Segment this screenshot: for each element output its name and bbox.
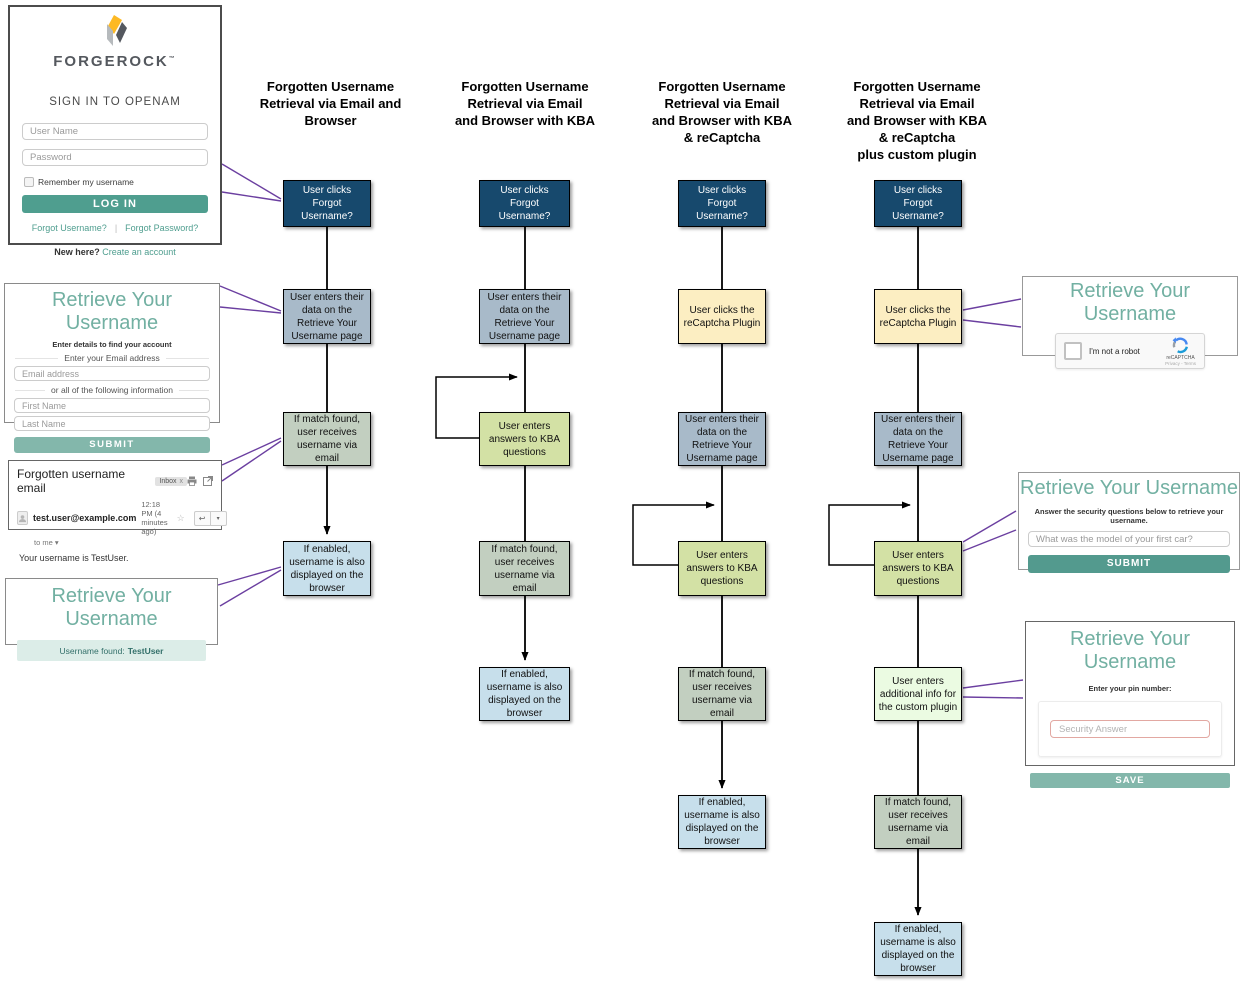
kba-question-screenshot: Retrieve Your Username Answer the securi…: [1018, 472, 1240, 573]
recaptcha-logo-label: reCAPTCHA: [1166, 354, 1195, 361]
print-icon[interactable]: [187, 476, 197, 486]
submit-button[interactable]: SUBMIT: [14, 437, 210, 453]
flow-node-click-forgot: User clicks Forgot Username?: [874, 180, 962, 227]
username-field[interactable]: [22, 123, 208, 140]
flow-node-browser-display: If enabled, username is also displayed o…: [874, 922, 962, 976]
new-here-text: New here?: [54, 247, 100, 257]
username-found-alert: Username found:TestUser: [17, 640, 206, 661]
flow-node-click-forgot: User clicks Forgot Username?: [283, 180, 371, 227]
page-title: Retrieve Your Username: [1069, 280, 1191, 325]
flow-node-custom-plugin: User enters additional info for the cust…: [874, 667, 962, 721]
flow-node-kba-answers: User enters answers to KBA questions: [874, 541, 962, 596]
pin-instruction: Enter your pin number:: [1088, 684, 1172, 693]
star-icon[interactable]: ☆: [176, 512, 185, 523]
security-answer-field[interactable]: [1050, 720, 1210, 738]
flow-node-enter-data: User enters their data on the Retrieve Y…: [874, 412, 962, 466]
sender-avatar: [17, 511, 28, 525]
email-body: Your username is TestUser.: [19, 553, 129, 563]
flow-node-browser-display: If enabled, username is also displayed o…: [479, 667, 570, 721]
caret-down-icon: ▾: [216, 515, 220, 522]
email-field[interactable]: [14, 366, 210, 381]
remember-checkbox[interactable]: [24, 177, 34, 187]
first-name-field[interactable]: [14, 398, 210, 413]
or-section-label: or all of the following information: [51, 385, 173, 395]
sender-address: test.user@example.com: [33, 513, 137, 523]
forgerock-logo-icon: [10, 15, 220, 52]
recaptcha-checkbox-label: I'm not a robot: [1089, 346, 1140, 356]
login-button[interactable]: LOG IN: [22, 195, 208, 213]
flow-column-title-4: Forgotten Username Retrieval via Email a…: [846, 79, 988, 162]
flow-node-enter-data: User enters their data on the Retrieve Y…: [678, 412, 766, 466]
privacy-terms-links[interactable]: Privacy - Terms: [1165, 360, 1196, 366]
flow-node-enter-data: User enters their data on the Retrieve Y…: [283, 289, 371, 344]
save-button[interactable]: SAVE: [1030, 773, 1230, 788]
flow-node-enter-data: User enters their data on the Retrieve Y…: [479, 289, 570, 344]
recaptcha-widget: I'm not a robot reCAPTCHA Privacy - Term…: [1055, 333, 1205, 369]
flow-node-click-forgot: User clicks Forgot Username?: [479, 180, 570, 227]
flow-node-browser-display: If enabled, username is also displayed o…: [283, 541, 371, 596]
email-timestamp: 12:18 PM (4 minutes ago): [141, 500, 168, 536]
flow-node-recaptcha: User clicks the reCaptcha Plugin: [874, 289, 962, 344]
form-subtitle: Enter details to find your account: [52, 340, 172, 349]
page-title: Retrieve Your Username: [51, 289, 173, 334]
page-title: Retrieve Your Username: [1020, 477, 1238, 499]
forgot-username-link[interactable]: Forgot Username?: [31, 223, 107, 233]
recaptcha-checkbox[interactable]: [1064, 342, 1082, 360]
more-actions-button[interactable]: ▾: [210, 510, 227, 526]
brand-wordmark: FORGEROCK™: [53, 53, 177, 70]
signin-heading: SIGN IN TO OPENAM: [49, 96, 181, 108]
recaptcha-logo-icon: [1172, 336, 1189, 353]
email-section-label: Enter your Email address: [64, 353, 160, 363]
forgot-password-link[interactable]: Forgot Password?: [125, 223, 199, 233]
custom-plugin-screenshot: Retrieve Your Username Enter your pin nu…: [1025, 621, 1235, 788]
flow-column-title-2: Forgotten Username Retrieval via Email a…: [454, 79, 596, 128]
flow-node-email-match: If match found, user receives username v…: [479, 541, 570, 596]
page-title: Retrieve Your Username: [51, 585, 172, 630]
recaptcha-screenshot: Retrieve Your Username I'm not a robot r…: [1022, 276, 1238, 369]
caret-down-icon[interactable]: ▾: [54, 538, 59, 547]
to-me-label[interactable]: to me: [34, 538, 53, 547]
flow-node-kba-answers: User enters answers to KBA questions: [678, 541, 766, 596]
flow-node-browser-display: If enabled, username is also displayed o…: [678, 795, 766, 849]
username-found-screenshot: Retrieve Your Username Username found:Te…: [5, 578, 218, 661]
reply-icon: ↩: [198, 513, 206, 523]
kba-instruction: Answer the security questions below to r…: [1034, 507, 1224, 525]
flow-node-email-match: If match found, user receives username v…: [874, 795, 962, 849]
create-account-link[interactable]: Create an account: [102, 247, 176, 257]
kba-answer-field[interactable]: [1028, 531, 1230, 547]
security-answer-card: [1038, 701, 1222, 757]
flow-node-email-match: If match found, user receives username v…: [678, 667, 766, 721]
email-subject: Forgotten username email: [17, 467, 126, 495]
submit-button[interactable]: SUBMIT: [1028, 555, 1230, 573]
open-in-new-icon[interactable]: [203, 476, 213, 486]
reply-button[interactable]: ↩: [193, 510, 211, 526]
flow-column-title-1: Forgotten Username Retrieval via Email a…: [259, 79, 402, 128]
login-screenshot: FORGEROCK™ SIGN IN TO OPENAM Remember my…: [8, 5, 222, 257]
trademark-icon: ™: [168, 56, 177, 62]
flow-node-email-match: If match found, user receives username v…: [283, 412, 371, 466]
flow-column-title-3: Forgotten Username Retrieval via Email a…: [651, 79, 793, 145]
link-divider: |: [114, 223, 118, 233]
page-title: Retrieve Your Username: [1069, 628, 1191, 673]
remember-label: Remember my username: [38, 177, 134, 187]
flow-node-recaptcha: User clicks the reCaptcha Plugin: [678, 289, 766, 344]
found-username-value: TestUser: [127, 645, 164, 656]
retrieve-form-screenshot: Retrieve Your Username Enter details to …: [4, 283, 220, 453]
flow-node-click-forgot: User clicks Forgot Username?: [678, 180, 766, 227]
flow-node-kba-answers: User enters answers to KBA questions: [479, 412, 570, 466]
password-field[interactable]: [22, 149, 208, 166]
last-name-field[interactable]: [14, 416, 210, 431]
remove-label-icon[interactable]: x: [179, 477, 184, 485]
